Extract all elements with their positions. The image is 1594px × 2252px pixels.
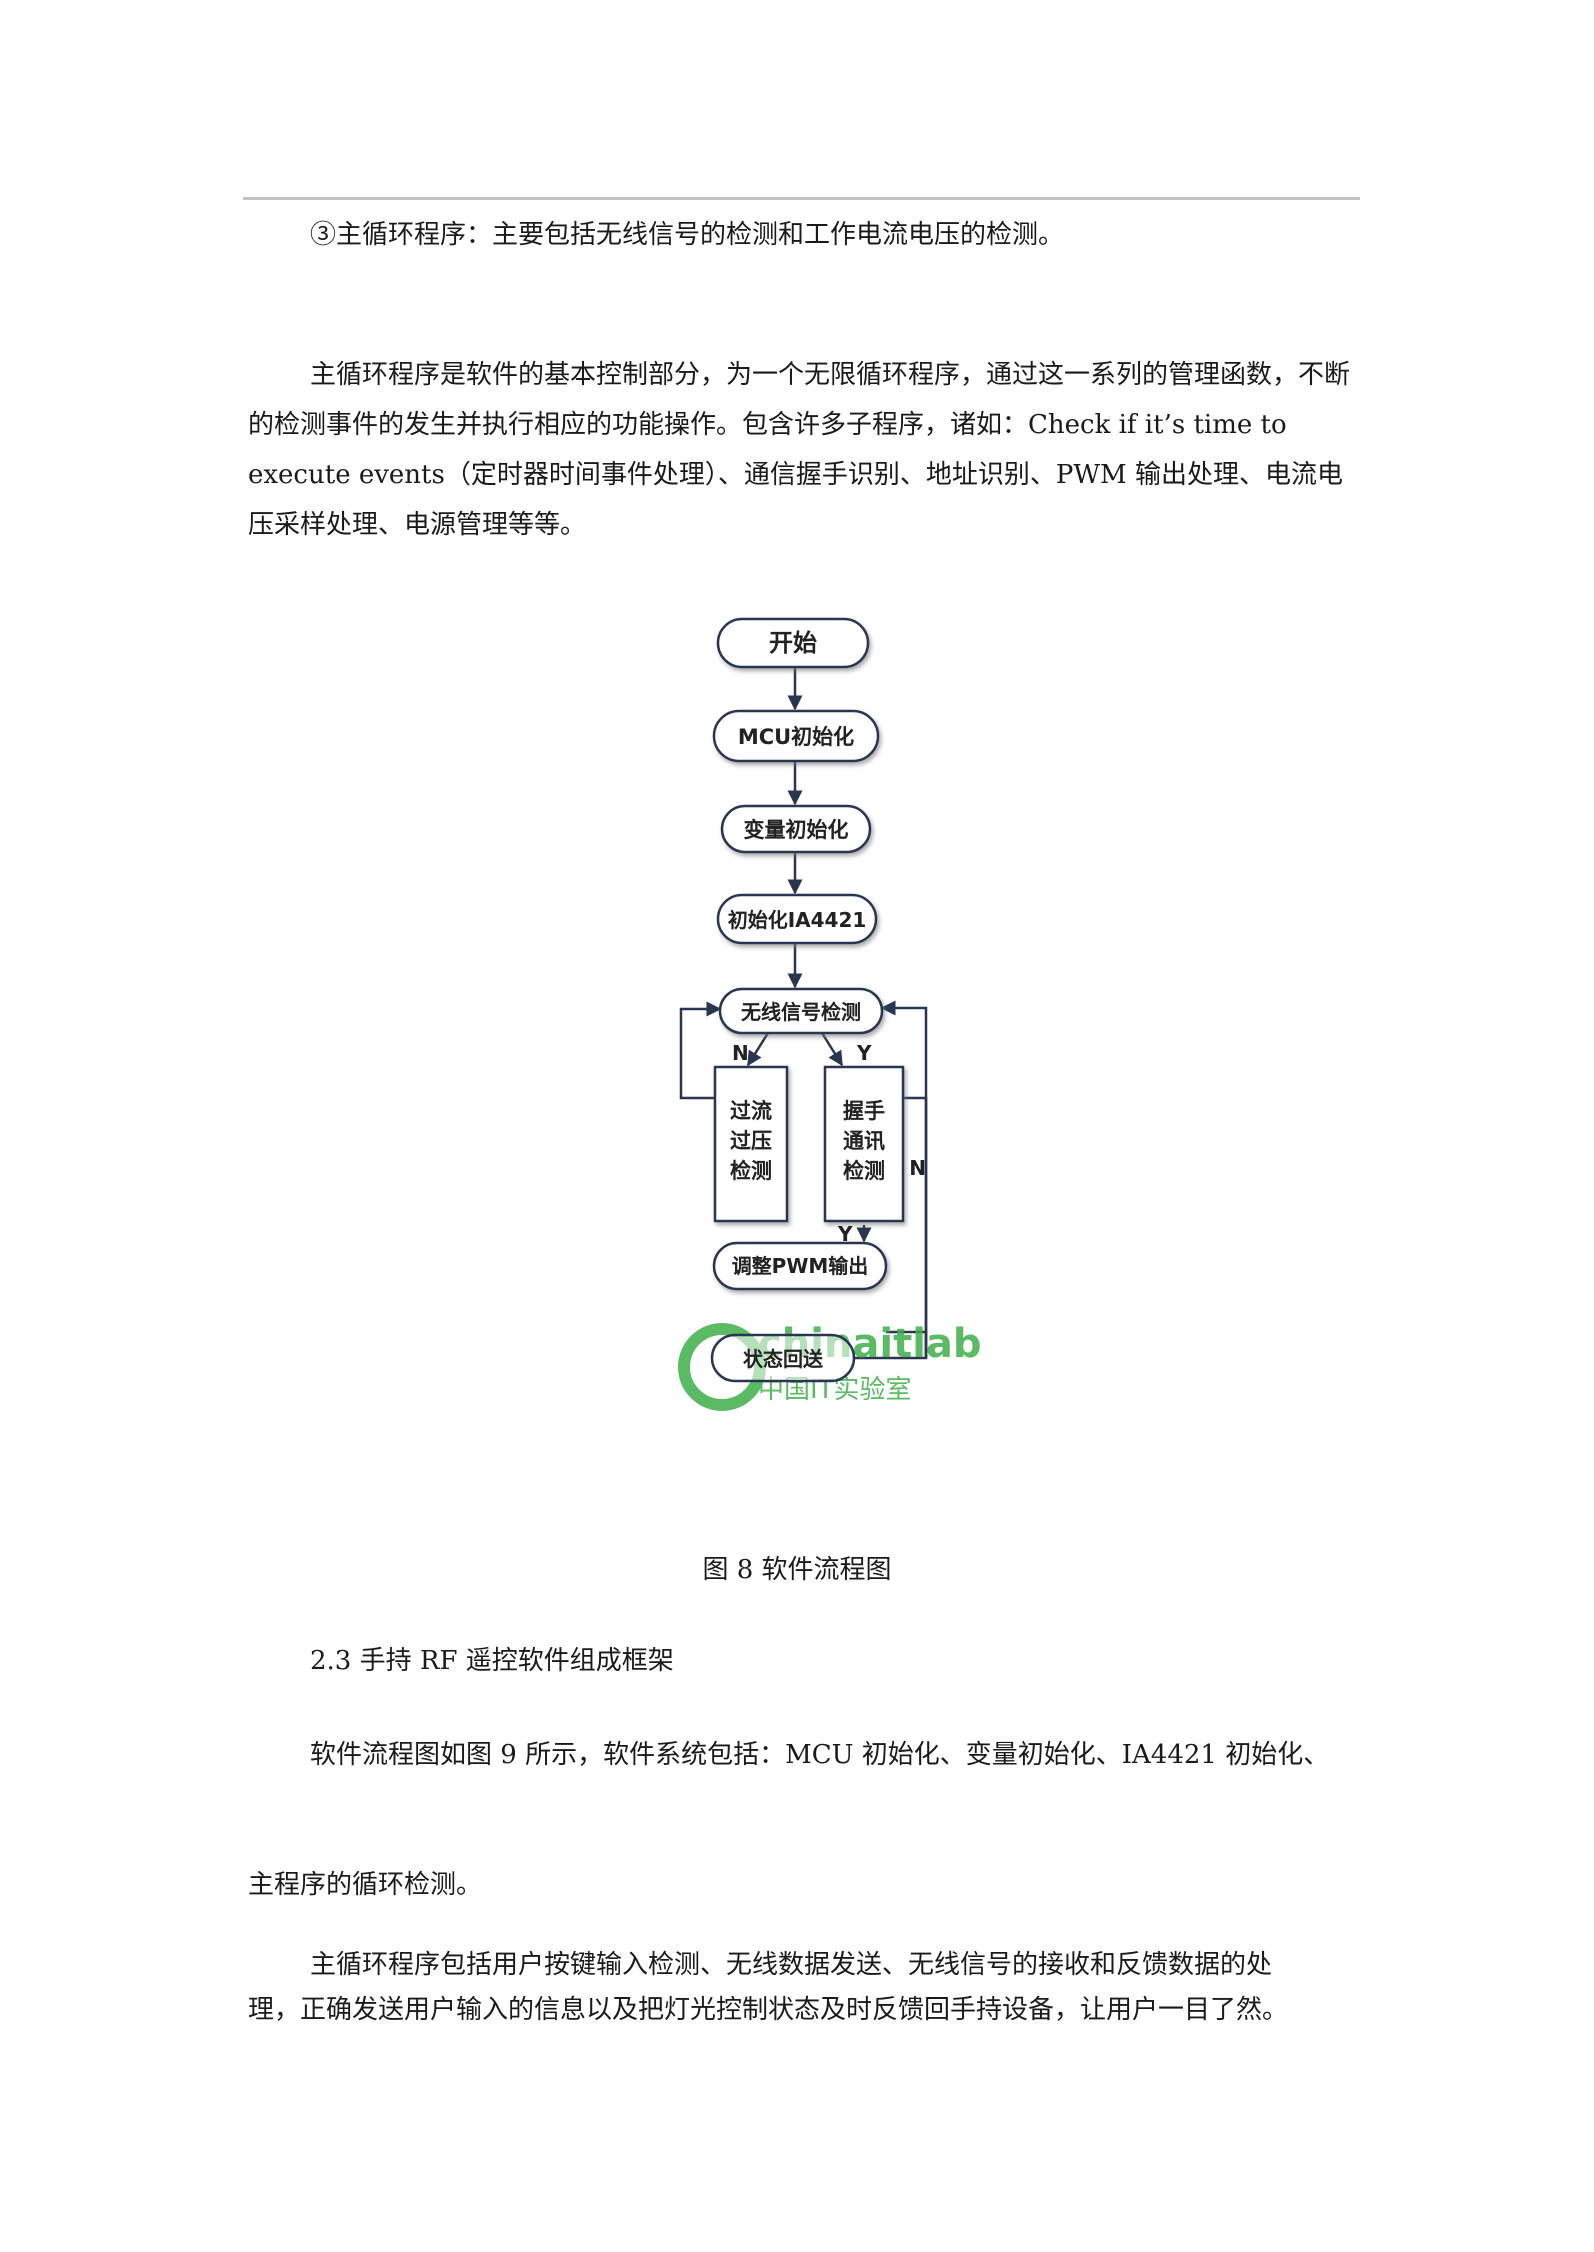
arrow-overcurrent-loop (679, 1001, 722, 1100)
branch-label-n-right: N (909, 1156, 926, 1180)
node-overcurrent-line1: 过流 (730, 1099, 772, 1123)
branch-label-y-bottom: Y (837, 1222, 853, 1246)
paragraph-main-loop-handheld: 主循环程序包括用户按键输入检测、无线数据发送、无线信号的接收和反馈数据的处 (310, 1950, 1273, 1980)
branch-label-n-left: N (732, 1041, 749, 1065)
software-flowchart: 开始 MCU初始化 变量初始化 初始化IA4421 无线信号检测 过流 过压 检… (678, 617, 982, 1411)
node-var-init-label: 变量初始化 (744, 818, 849, 842)
flowchart-connectors (679, 667, 928, 1360)
node-overcurrent-line2: 过压 (730, 1129, 772, 1153)
header-rule (243, 197, 1360, 200)
node-mcu-init: MCU初始化 (712, 709, 880, 763)
node-handshake-line3: 检测 (843, 1159, 885, 1183)
node-overcurrent-line3: 检测 (730, 1159, 772, 1183)
node-wireless-detect: 无线信号检测 (718, 987, 884, 1035)
paragraph-main-loop-detail: 主循环程序是软件的基本控制部分，为一个无限循环程序，通过这一系列的管理函数，不断… (248, 360, 1351, 540)
node-ia-init-label: 初始化IA4421 (728, 908, 867, 932)
node-pwm-adjust: 调整PWM输出 (712, 1241, 888, 1291)
paragraph-main-loop-handheld-cont: 理，正确发送用户输入的信息以及把灯光控制状态及时反馈回手持设备，让用户一目了然。 (248, 1995, 1289, 2025)
node-handshake-line1: 握手 (843, 1099, 885, 1123)
node-wireless-detect-label: 无线信号检测 (741, 1000, 861, 1024)
paragraph-flow-description: 软件流程图如图 9 所示，软件系统包括：MCU 初始化、变量初始化、IA4421… (310, 1740, 1330, 1770)
paragraph-main-loop-intro: ③主循环程序：主要包括无线信号的检测和工作电流电压的检测。 (310, 220, 1065, 250)
node-var-init: 变量初始化 (720, 804, 872, 854)
node-mcu-init-label: MCU初始化 (738, 725, 854, 749)
node-status-feedback-label: 状态回送 (743, 1347, 824, 1371)
node-start-label: 开始 (769, 629, 817, 657)
section-heading: 2.3 手持 RF 遥控软件组成框架 (310, 1646, 674, 1676)
branch-label-y-mid: Y (856, 1041, 872, 1065)
node-pwm-adjust-label: 调整PWM输出 (732, 1254, 869, 1278)
node-handshake-line2: 通讯 (843, 1129, 885, 1153)
arrow-feedback-loop (854, 1000, 928, 1360)
line-handshake-n (904, 1096, 928, 1358)
node-overcurrent-check: 过流 过压 检测 (713, 1065, 789, 1223)
node-start: 开始 (716, 617, 870, 669)
node-ia-init: 初始化IA4421 (716, 893, 878, 945)
figure-caption: 图 8 软件流程图 (702, 1555, 892, 1585)
node-handshake-check: 握手 通讯 检测 (823, 1065, 905, 1223)
arrow-detect-handshake (820, 1032, 844, 1067)
arrow-detect-overcurrent (746, 1032, 770, 1067)
node-status-feedback: 状态回送 (710, 1333, 856, 1383)
paragraph-flow-description-cont: 主程序的循环检测。 (248, 1870, 483, 1900)
